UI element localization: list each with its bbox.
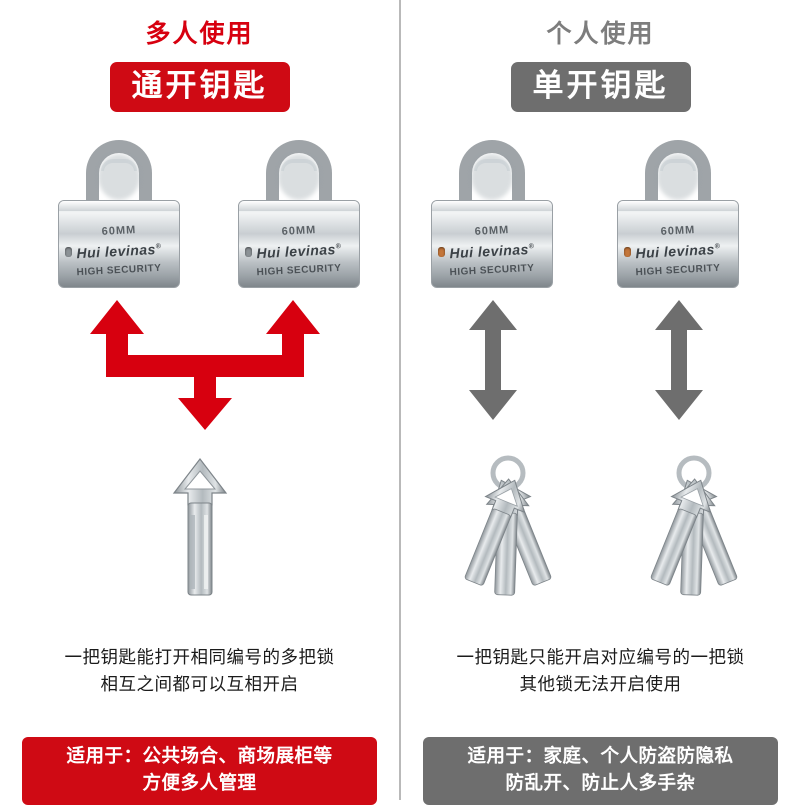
padlock-size-label: 60MM (281, 224, 317, 238)
right-heading: 个人使用 (546, 20, 655, 48)
branching-arrow-icon (90, 300, 320, 430)
padlock-sub-label: HIGH SECURITY (635, 262, 721, 279)
padlock-keyhole (245, 247, 252, 257)
padlock-shackle-shadow (98, 154, 140, 200)
right-banner-wrap: 单开钥匙 (401, 62, 800, 113)
right-caption-line1: 一把钥匙只能开启对应编号的一把锁 (456, 647, 745, 667)
left-footer-badge: 适用于：公共场合、商场展柜等 方便多人管理 (22, 737, 377, 805)
left-footer-wrap: 适用于：公共场合、商场展柜等 方便多人管理 (0, 737, 399, 805)
right-caption-line2: 其他锁无法开启使用 (519, 674, 682, 695)
double-arrow-icon (655, 300, 703, 420)
padlock-sub-label: HIGH SECURITY (76, 262, 162, 279)
padlock-size-label: 60MM (474, 224, 510, 238)
padlock-icon: 60MM Hui levinas® HIGH SECURITY (431, 140, 553, 288)
left-column: 多人使用 通开钥匙 60MM Hui levinas® HIGH SECURIT… (0, 0, 399, 805)
padlock-size-label: 60MM (101, 224, 137, 238)
padlock-body: 60MM Hui levinas® HIGH SECURITY (617, 200, 739, 288)
padlock-brand-label: Hui levinas® (256, 241, 342, 262)
padlock-icon: 60MM Hui levinas® HIGH SECURITY (238, 140, 360, 288)
left-banner-label: 通开钥匙 (109, 62, 290, 113)
key-icon (172, 458, 228, 596)
left-footer-line1: 适用于：公共场合、商场展柜等 (66, 745, 333, 766)
left-heading: 多人使用 (145, 20, 254, 48)
left-caption-line1: 一把钥匙能打开相同编号的多把锁 (64, 647, 335, 667)
left-banner-wrap: 通开钥匙 (0, 62, 399, 113)
left-footer-line2: 方便多人管理 (142, 771, 257, 793)
padlock-shackle-shadow (278, 154, 320, 200)
padlock-shackle (459, 140, 525, 212)
right-banner-label: 单开钥匙 (510, 62, 691, 113)
padlock-icon: 60MM Hui levinas® HIGH SECURITY (58, 140, 180, 288)
padlock-body: 60MM Hui levinas® HIGH SECURITY (238, 200, 360, 288)
column-divider (399, 0, 401, 800)
padlock-brand-label: Hui levinas® (76, 241, 162, 262)
padlock-keyhole (438, 247, 445, 257)
right-column: 个人使用 单开钥匙 60MM Hui levinas® HIGH SECURIT… (401, 0, 800, 805)
padlock-keyhole (624, 247, 631, 257)
padlock-brand-label: Hui levinas® (635, 241, 721, 262)
left-caption-line2: 相互之间都可以互相开启 (100, 674, 299, 695)
padlock-size-label: 60MM (660, 224, 696, 238)
right-footer-badge: 适用于：家庭、个人防盗防隐私 防乱开、防止人多手杂 (423, 737, 778, 805)
right-footer-line2: 防乱开、防止人多手杂 (505, 771, 696, 793)
double-arrow-icon (469, 300, 517, 420)
padlock-brand-label: Hui levinas® (449, 241, 535, 262)
right-caption: 一把钥匙只能开启对应编号的一把锁 其他锁无法开启使用 (401, 644, 800, 698)
right-footer-line1: 适用于：家庭、个人防盗防隐私 (467, 745, 734, 766)
right-footer-wrap: 适用于：家庭、个人防盗防隐私 防乱开、防止人多手杂 (401, 737, 800, 805)
padlock-body: 60MM Hui levinas® HIGH SECURITY (431, 200, 553, 288)
padlock-sub-label: HIGH SECURITY (449, 262, 535, 279)
padlock-shackle (266, 140, 332, 212)
padlock-body: 60MM Hui levinas® HIGH SECURITY (58, 200, 180, 288)
padlock-sub-label: HIGH SECURITY (256, 262, 342, 279)
padlock-shackle-shadow (657, 154, 699, 200)
left-caption: 一把钥匙能打开相同编号的多把锁 相互之间都可以互相开启 (0, 644, 399, 698)
padlock-icon: 60MM Hui levinas® HIGH SECURITY (617, 140, 739, 288)
key-bunch-icon (650, 455, 738, 596)
padlock-shackle-shadow (471, 154, 513, 200)
key-bunch-icon (464, 455, 552, 596)
padlock-keyhole (65, 247, 72, 257)
